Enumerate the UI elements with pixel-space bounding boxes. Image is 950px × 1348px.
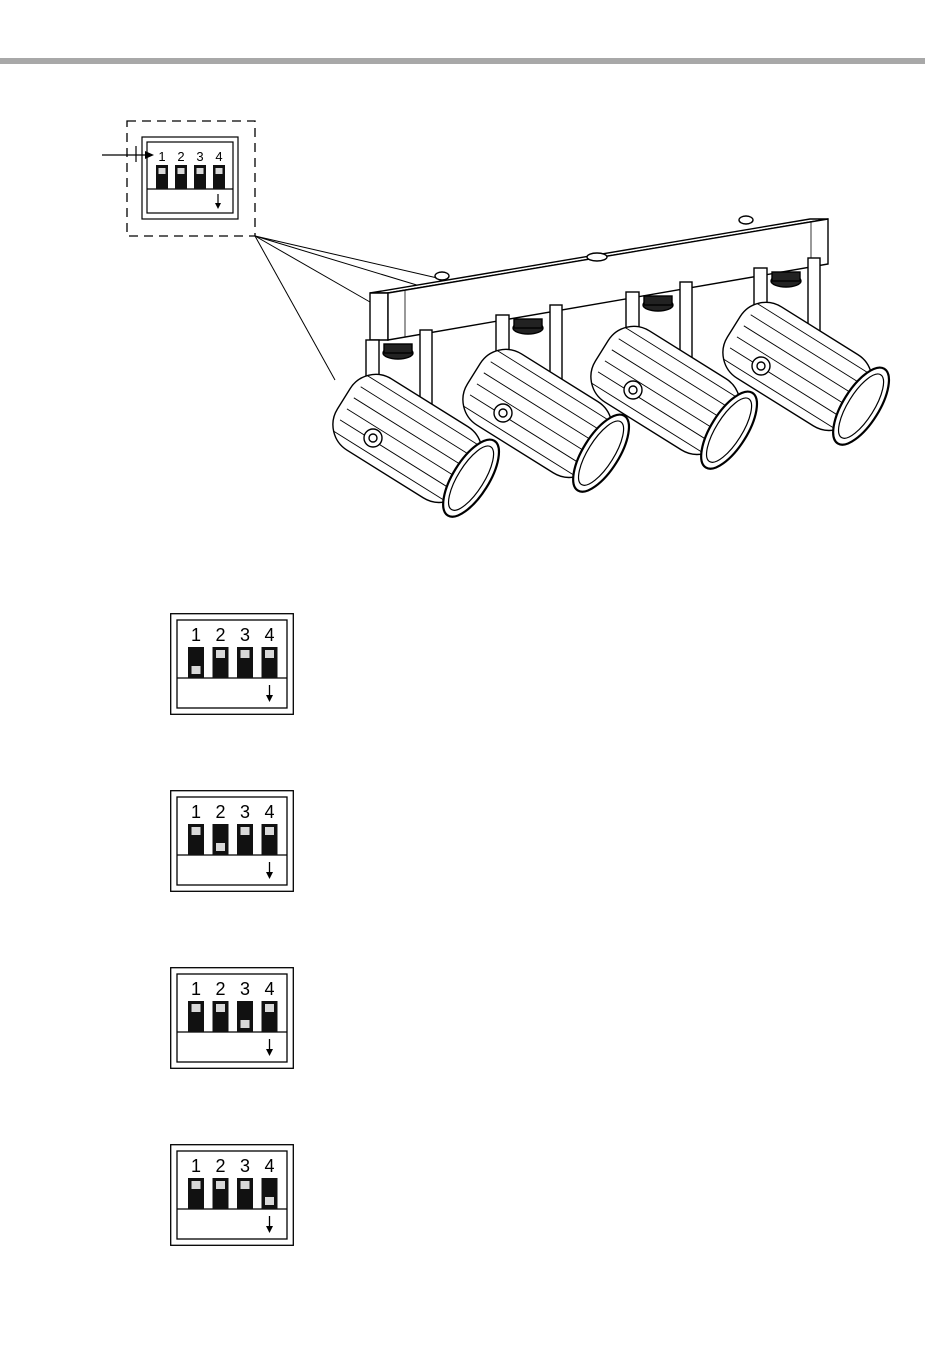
dip-switch-2 bbox=[213, 824, 229, 855]
dip-arrow-icon bbox=[266, 1216, 273, 1233]
callout-arrow-icon bbox=[215, 194, 221, 209]
dip-switch-3 bbox=[237, 1001, 253, 1032]
switch-label-4: 4 bbox=[264, 979, 274, 999]
callout-switch-4 bbox=[213, 165, 225, 189]
switch-label-4: 4 bbox=[264, 1156, 274, 1176]
pointer-arrow-icon bbox=[102, 146, 154, 162]
dip-switch-1 bbox=[188, 824, 204, 855]
dip-switch-4 bbox=[262, 1178, 278, 1209]
switch-label-1: 1 bbox=[191, 802, 201, 822]
callout-switch-1 bbox=[156, 165, 168, 189]
callout-switch-label-4: 4 bbox=[215, 149, 222, 164]
dip-switch-3 bbox=[237, 824, 253, 855]
dip-switch-4 bbox=[262, 647, 278, 678]
switch-label-2: 2 bbox=[215, 979, 225, 999]
switch-label-3: 3 bbox=[240, 802, 250, 822]
dip-switch-4 bbox=[262, 824, 278, 855]
dip-switch-4 bbox=[262, 1001, 278, 1032]
callout-switch-label-1: 1 bbox=[158, 149, 165, 164]
callout-switch-3 bbox=[194, 165, 206, 189]
switch-label-4: 4 bbox=[264, 802, 274, 822]
switch-label-2: 2 bbox=[215, 802, 225, 822]
dip-arrow-icon bbox=[266, 1039, 273, 1056]
switch-label-2: 2 bbox=[215, 625, 225, 645]
switch-label-3: 3 bbox=[240, 979, 250, 999]
dip-switch-3 bbox=[237, 647, 253, 678]
switch-label-1: 1 bbox=[191, 979, 201, 999]
switch-label-1: 1 bbox=[191, 625, 201, 645]
callout-switch-label-3: 3 bbox=[196, 149, 203, 164]
callout-switch-2 bbox=[175, 165, 187, 189]
dip-switch-2 bbox=[213, 1178, 229, 1209]
switch-label-3: 3 bbox=[240, 1156, 250, 1176]
dip-switch-1 bbox=[188, 1001, 204, 1032]
dip-switch-3 bbox=[237, 1178, 253, 1209]
dip-switch-1 bbox=[188, 1178, 204, 1209]
dip-arrow-icon bbox=[266, 862, 273, 879]
callout-switch-label-2: 2 bbox=[177, 149, 184, 164]
switch-label-2: 2 bbox=[215, 1156, 225, 1176]
switch-label-4: 4 bbox=[264, 625, 274, 645]
switch-label-1: 1 bbox=[191, 1156, 201, 1176]
dip-arrow-icon bbox=[266, 685, 273, 702]
dip-switch-2 bbox=[213, 647, 229, 678]
dip-switch-2 bbox=[213, 1001, 229, 1032]
dip-switch-1 bbox=[188, 647, 204, 678]
switch-label-3: 3 bbox=[240, 625, 250, 645]
